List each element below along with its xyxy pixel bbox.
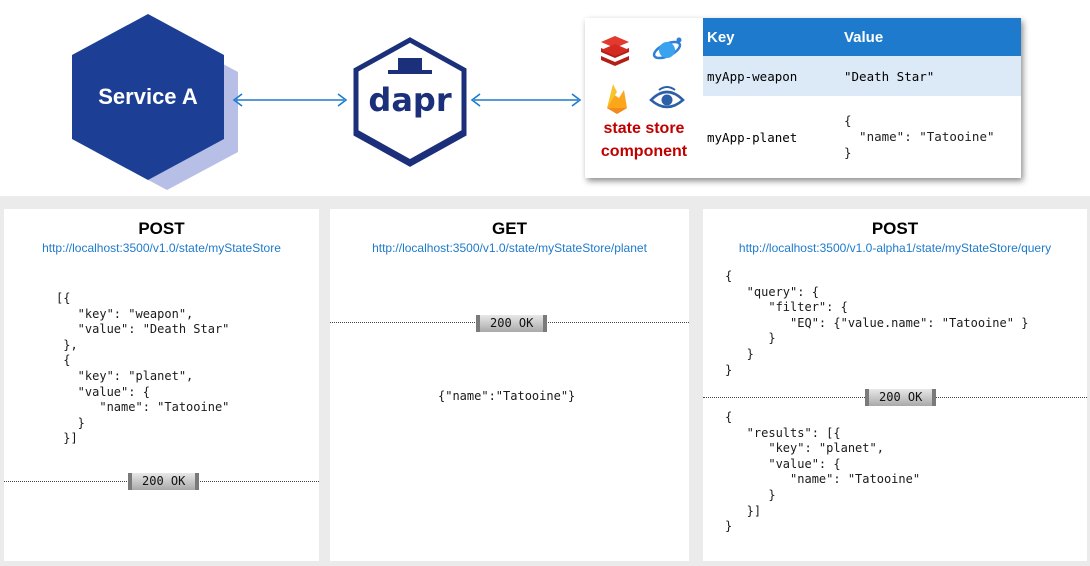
service-a-node	[72, 14, 238, 190]
eye-icon	[649, 86, 685, 109]
status-badge: 200 OK	[865, 389, 937, 406]
state-store-icons	[601, 36, 685, 114]
state-store-label-line2: component	[600, 143, 688, 160]
http-method: POST	[138, 219, 185, 238]
service-a-hexagon	[72, 14, 224, 180]
table-row: myApp-planet { "name": "Tatooine" }	[703, 96, 1021, 178]
service-a-label: Service A	[98, 84, 198, 109]
redis-icon	[601, 36, 629, 66]
bidirectional-arrow-dapr-store	[470, 93, 582, 107]
key-value-table: Key Value myApp-weapon "Death Star" myAp…	[703, 18, 1021, 178]
table-cell-value: { "name": "Tatooine" }	[840, 96, 1021, 178]
state-store-label-line1: state store	[603, 120, 685, 137]
firebase-icon	[607, 84, 627, 114]
column-header-key: Key	[707, 28, 735, 46]
response-body: {"name":"Tatooine"}	[438, 389, 576, 403]
http-method: POST	[871, 219, 919, 238]
dapr-logo: dapr	[353, 37, 467, 167]
bidirectional-arrow-service-dapr	[232, 93, 348, 107]
column-header-value: Value	[844, 28, 884, 46]
status-badge: 200 OK	[476, 315, 548, 332]
request-body: { "query": { "filter": { "EQ": {"value.n…	[725, 269, 1029, 377]
cosmos-db-icon	[652, 37, 682, 60]
dapr-hexagon-outline	[353, 37, 467, 167]
table-cell-key: myApp-planet	[707, 129, 798, 145]
table-cell-key: myApp-weapon	[707, 68, 798, 84]
query-state-card: POST http://localhost:3500/v1.0-alpha1/s…	[703, 209, 1087, 561]
request-url: http://localhost:3500/v1.0-alpha1/state/…	[738, 241, 1052, 255]
state-store-panel: state store component Key Value myApp-we…	[585, 18, 1021, 178]
dapr-logo-text: dapr	[368, 81, 451, 119]
state-store-label: state store component	[585, 117, 703, 163]
request-body: [{ "key": "weapon", "value": "Death Star…	[56, 291, 230, 446]
get-state-card: GET http://localhost:3500/v1.0/state/myS…	[330, 209, 689, 561]
response-body: { "results": [{ "key": "planet", "value"…	[725, 410, 921, 534]
state-store-component: state store component	[585, 18, 703, 178]
status-badge: 200 OK	[128, 473, 200, 490]
request-url: http://localhost:3500/v1.0/state/myState…	[372, 241, 647, 255]
table-row: myApp-weapon "Death Star"	[703, 56, 1021, 96]
planet-value-json: { "name": "Tatooine" }	[844, 113, 995, 160]
save-state-card: POST http://localhost:3500/v1.0/state/my…	[4, 209, 319, 561]
dapr-hat-icon	[388, 58, 432, 74]
request-url: http://localhost:3500/v1.0/state/myState…	[42, 241, 281, 255]
table-header-row: Key Value	[703, 18, 1021, 56]
http-method: GET	[492, 219, 527, 238]
table-cell-value: "Death Star"	[844, 68, 935, 84]
